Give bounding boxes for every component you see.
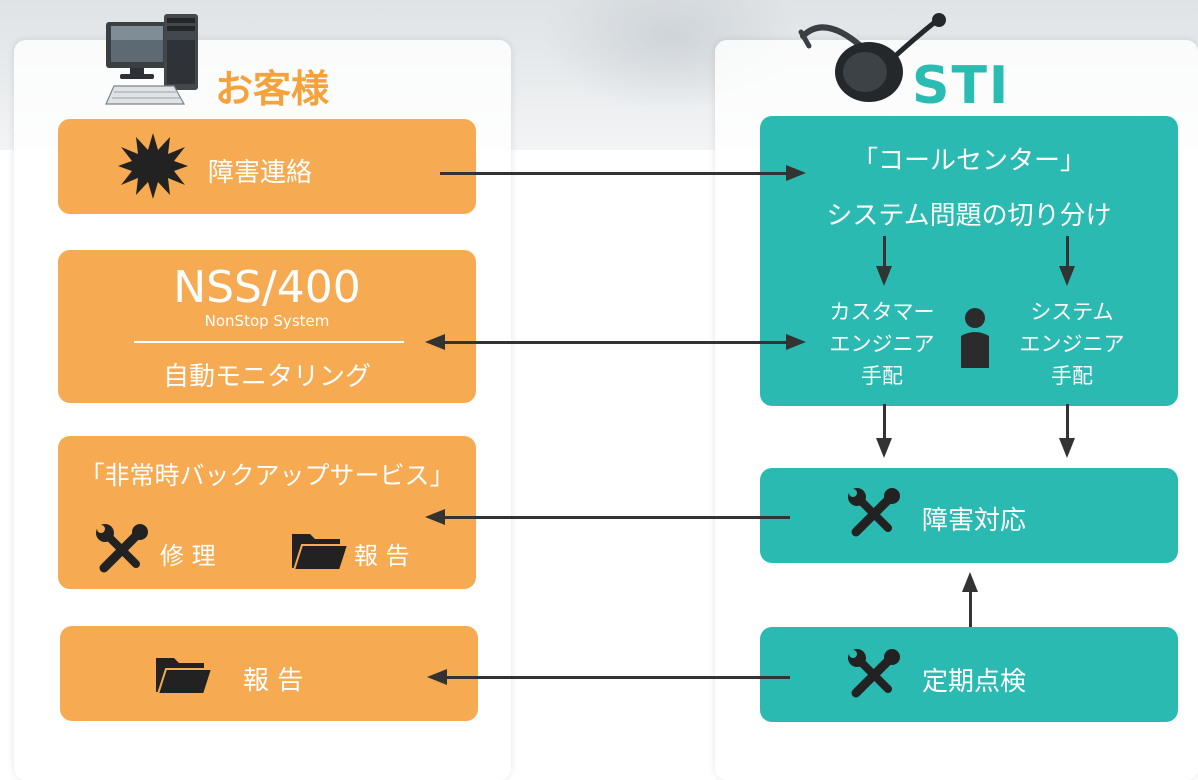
arrow-down-head xyxy=(1059,266,1075,286)
call-center-title: 「コールセンター」 xyxy=(851,146,1086,176)
arrow-left-head xyxy=(425,334,445,350)
tools-icon xyxy=(848,488,900,537)
monitoring-label: 自動モニタリング xyxy=(162,362,371,392)
repair-label: 修 理 xyxy=(160,542,216,570)
arrow-left xyxy=(440,516,790,519)
report-box: 報 告 xyxy=(60,626,478,721)
arrow-down xyxy=(1066,236,1069,266)
headset-icon xyxy=(798,13,946,102)
incident-response-box: 障害対応 xyxy=(760,468,1178,563)
arrow-right-head xyxy=(786,334,806,350)
sti-title: STI xyxy=(912,56,1011,116)
tools-icon xyxy=(848,649,900,698)
customer-title: お客様 xyxy=(215,67,330,111)
monitoring-box: NSS/400 NonStop System 自動モニタリング xyxy=(58,250,476,403)
incident-report-label: 障害連絡 xyxy=(208,158,313,188)
arrow-up-head xyxy=(962,572,978,592)
backup-service-title: 「非常時バックアップサービス」 xyxy=(79,461,455,490)
periodic-inspection-label: 定期点検 xyxy=(922,667,1027,697)
arrow-right xyxy=(440,172,800,175)
product-name: NSS/400 xyxy=(173,262,361,313)
arrow-down xyxy=(883,404,886,440)
arrow-bidirectional xyxy=(440,341,790,344)
tools-icon xyxy=(96,524,148,573)
system-engineer-text: システム エンジニア 手配 xyxy=(1019,300,1125,388)
burst-icon xyxy=(118,133,188,199)
customer-engineer-text: カスタマー エンジニア 手配 xyxy=(829,300,935,388)
report-label: 報 告 xyxy=(243,666,304,696)
arrow-left-head xyxy=(425,509,445,525)
call-center-subtitle: システム問題の切り分け xyxy=(826,201,1112,231)
incident-response-label: 障害対応 xyxy=(922,506,1027,536)
arrow-left xyxy=(442,676,790,679)
computer-icon xyxy=(105,14,198,105)
arrow-up xyxy=(969,590,972,627)
arrow-down-head xyxy=(876,266,892,286)
folder-icon xyxy=(156,658,212,695)
folder-icon xyxy=(292,534,348,571)
person-icon xyxy=(961,308,989,368)
arrow-down-head xyxy=(1059,438,1075,458)
arrow-left-head xyxy=(427,669,447,685)
arrow-down xyxy=(883,236,886,266)
arrow-down-head xyxy=(876,438,892,458)
arrow-right-head xyxy=(786,165,806,181)
backup-service-box: 「非常時バックアップサービス」 修 理 報 告 xyxy=(58,436,476,589)
incident-report-box: 障害連絡 xyxy=(58,119,476,214)
divider xyxy=(134,341,404,343)
product-subtitle: NonStop System xyxy=(204,312,330,330)
call-center-box: 「コールセンター」 システム問題の切り分け カスタマー エンジニア 手配 システ… xyxy=(760,116,1178,406)
backup-report-label: 報 告 xyxy=(354,542,410,570)
arrow-down xyxy=(1066,404,1069,440)
periodic-inspection-box: 定期点検 xyxy=(760,627,1178,722)
